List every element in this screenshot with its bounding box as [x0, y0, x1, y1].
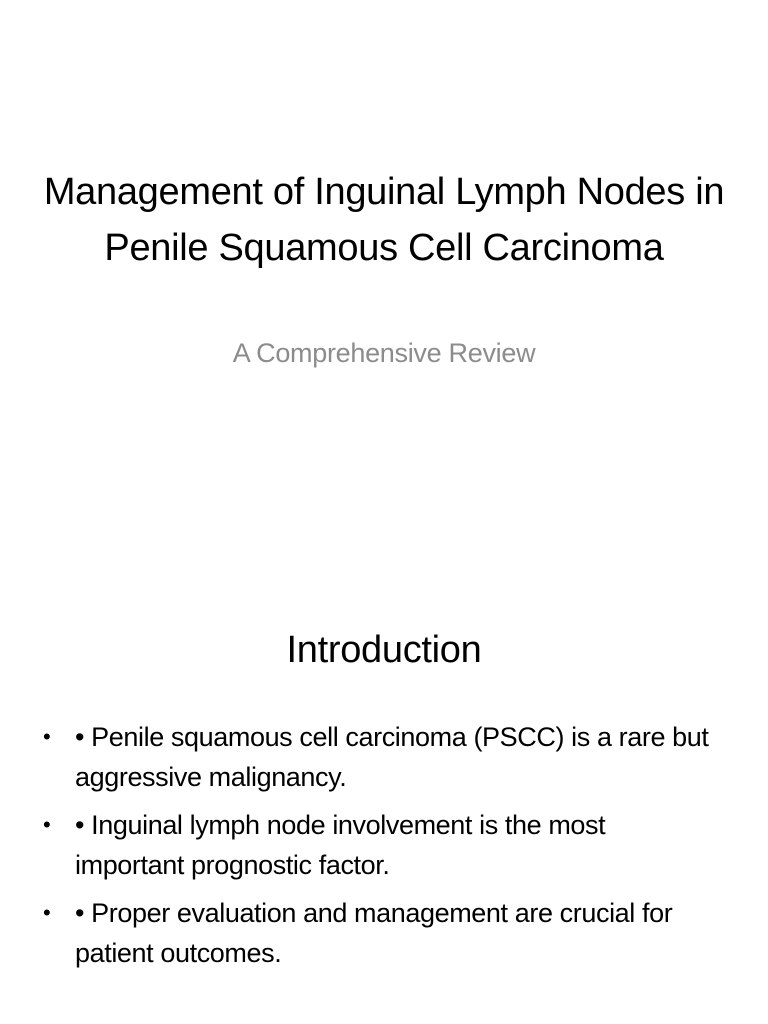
bullet-icon: • [43, 724, 51, 749]
bullet-item: • • Proper evaluation and management are… [40, 893, 720, 973]
bullet-text: • Penile squamous cell carcinoma (PSCC) … [75, 722, 709, 792]
bullet-icon: • [43, 900, 51, 925]
bullet-text: • Inguinal lymph node involvement is the… [75, 810, 606, 880]
bullet-item: • • Penile squamous cell carcinoma (PSCC… [40, 717, 720, 797]
bullet-list: • • Penile squamous cell carcinoma (PSCC… [40, 717, 720, 981]
presentation-subtitle: A Comprehensive Review [232, 338, 536, 368]
bullet-text: • Proper evaluation and management are c… [75, 898, 673, 968]
bullet-icon: • [43, 812, 51, 837]
slide-title: Introduction [286, 629, 482, 671]
presentation-title: Management of Inguinal Lymph Nodes in Pe… [43, 171, 725, 269]
bullet-item: • • Inguinal lymph node involvement is t… [40, 805, 720, 885]
introduction-slide: Introduction • • Penile squamous cell ca… [0, 576, 768, 1024]
title-slide: Management of Inguinal Lymph Nodes in Pe… [43, 171, 725, 368]
